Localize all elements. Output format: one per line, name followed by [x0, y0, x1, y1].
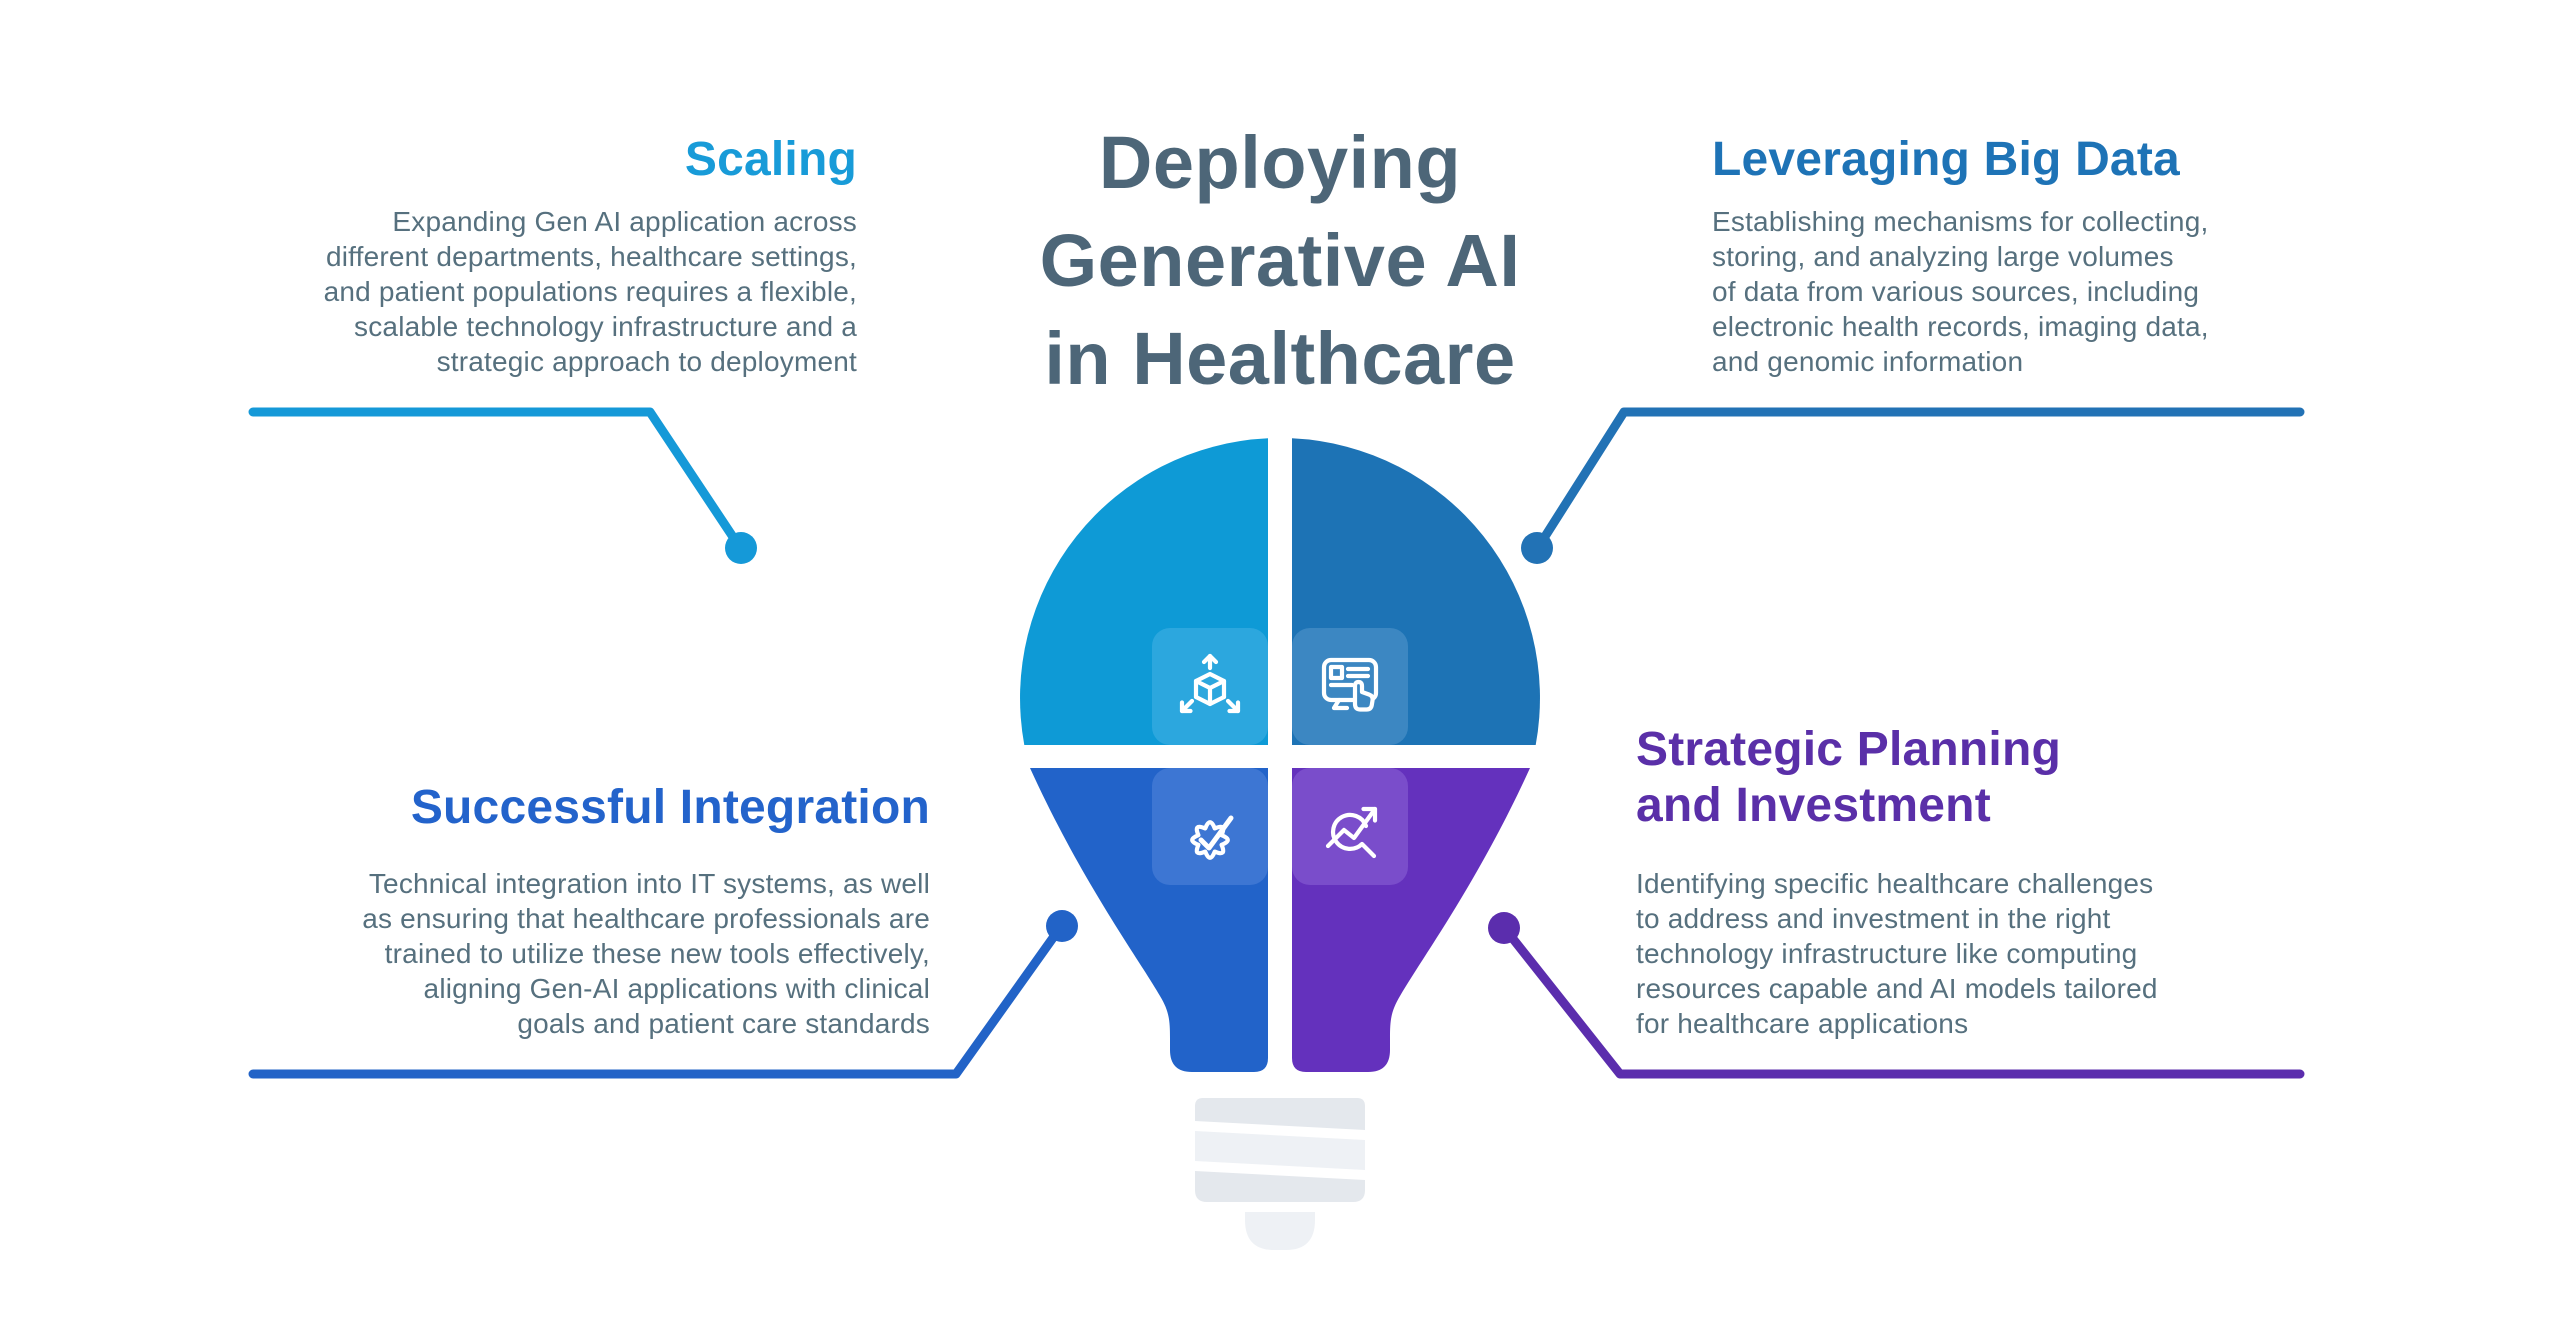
strategic-heading: Strategic Planning and Investment	[1636, 723, 2062, 832]
big-data-connector-dot	[1521, 532, 1553, 564]
strategic-connector-dot	[1488, 912, 1520, 944]
integration-connector-dot	[1046, 910, 1078, 942]
strategic-icon-chip	[1292, 768, 1408, 885]
scaling-connector	[248, 407, 757, 564]
integration-heading: Successful Integration	[410, 781, 930, 834]
page-title: Deploying Generative AI in Healthcare	[780, 114, 1780, 408]
cube-expand-icon	[1179, 653, 1241, 714]
page-title-line: Generative AI	[1039, 219, 1521, 302]
integration-body: Technical integration into IT systems, a…	[362, 868, 930, 1039]
screen-touch-icon	[1321, 657, 1379, 712]
big-data-heading: Leveraging Big Data	[1712, 133, 2180, 186]
integration-connector	[248, 910, 1078, 1079]
big-data-connector	[1521, 407, 2305, 564]
gear-check-icon	[1190, 815, 1234, 860]
strategic-body: Identifying specific healthcare challeng…	[1636, 868, 2158, 1039]
scaling-connector-dot	[725, 532, 757, 564]
page-title-line: Deploying	[1098, 121, 1462, 204]
bulb-base	[1195, 1098, 1365, 1250]
scaling-body: Expanding Gen AI application across diff…	[323, 206, 857, 377]
scaling-heading: Scaling	[684, 133, 857, 186]
page-title-line: in Healthcare	[1044, 317, 1516, 400]
strategic-connector	[1488, 912, 2305, 1079]
integration-icon-chip	[1152, 768, 1268, 885]
bulb-base-tip	[1245, 1212, 1315, 1250]
chart-growth-icon	[1325, 806, 1378, 859]
big-data-body: Establishing mechanisms for collecting, …	[1712, 206, 2209, 377]
